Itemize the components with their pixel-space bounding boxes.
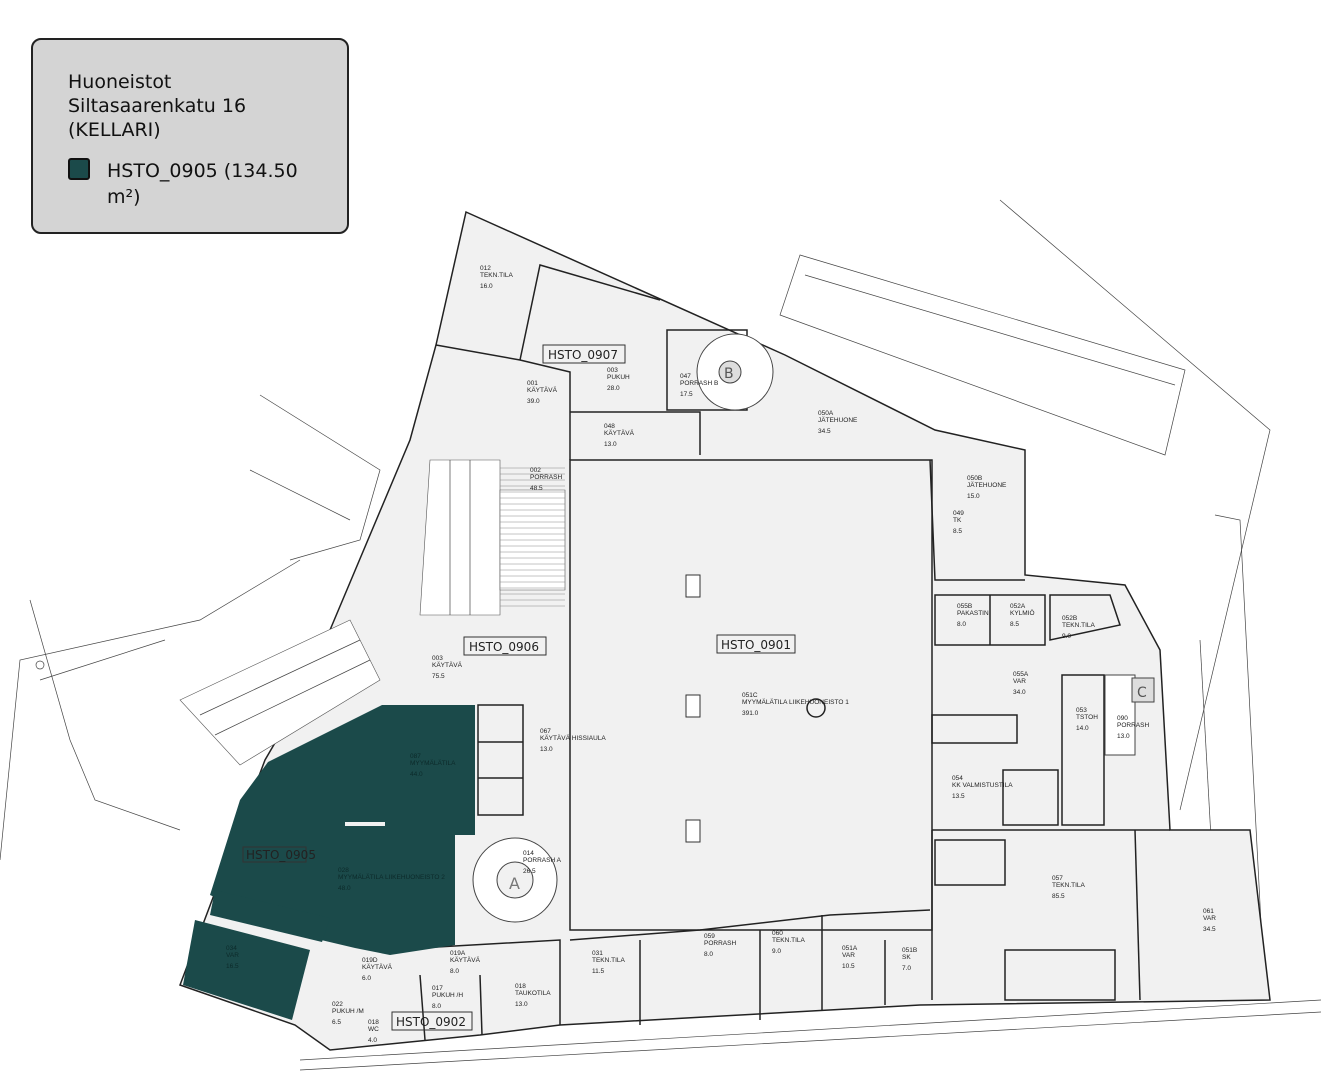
unit-label-hsto-0901: HSTO_0901 [716, 634, 796, 654]
staircase-b-letter: B [724, 366, 734, 382]
staircase-a: A [472, 837, 558, 923]
surrounding-lines [0, 199, 1321, 1071]
unit-label-hsto-0905: HSTO_0905 [242, 846, 316, 863]
stair-lines [500, 467, 565, 607]
svg-text:HSTO_0905: HSTO_0905 [246, 848, 316, 862]
unit-hsto-0905-area [183, 705, 475, 1020]
svg-text:HSTO_0902: HSTO_0902 [396, 1015, 466, 1029]
legend: Huoneistot Siltasaarenkatu 16 (KELLARI) … [31, 38, 349, 234]
legend-item-label: HSTO_0905 (134.50 m²) [107, 160, 298, 208]
svg-text:HSTO_0901: HSTO_0901 [721, 638, 791, 652]
unit-label-hsto-0902: HSTO_0902 [391, 1011, 473, 1031]
staircase-a-letter: A [509, 874, 520, 893]
svg-text:HSTO_0906: HSTO_0906 [469, 640, 539, 654]
legend-swatch [68, 158, 90, 180]
staircase-c: C [1104, 674, 1155, 756]
staircase-b: B [696, 333, 774, 411]
staircase-c-letter: C [1137, 685, 1147, 701]
legend-title: Huoneistot Siltasaarenkatu 16 (KELLARI) [68, 71, 247, 141]
unit-label-hsto-0906: HSTO_0906 [463, 636, 547, 656]
svg-text:HSTO_0907: HSTO_0907 [548, 348, 618, 362]
unit-label-hsto-0907: HSTO_0907 [542, 344, 626, 364]
